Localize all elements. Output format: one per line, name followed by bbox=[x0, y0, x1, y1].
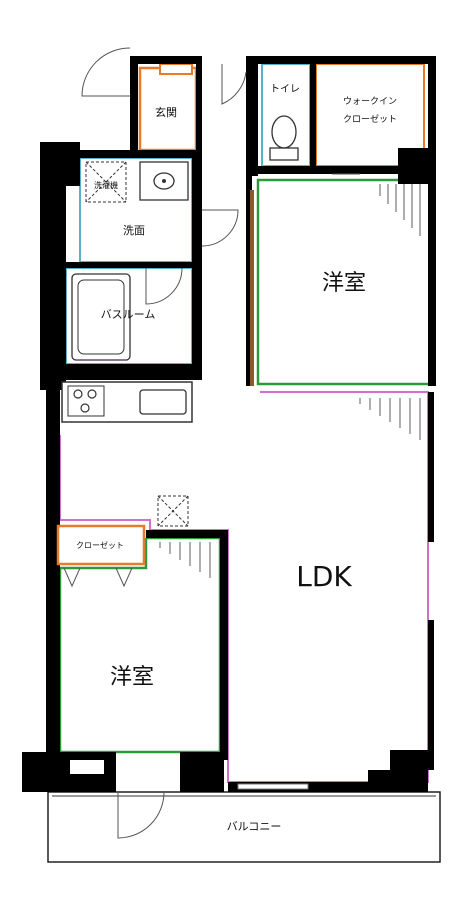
washer-label: 洗濯機 bbox=[94, 180, 118, 190]
ldk-outline bbox=[59, 391, 429, 783]
wall bbox=[220, 530, 228, 760]
washroom-label: 洗面 bbox=[123, 224, 145, 237]
wall bbox=[428, 56, 436, 386]
wall bbox=[40, 142, 66, 390]
wall bbox=[130, 56, 138, 152]
closet-box bbox=[56, 524, 146, 566]
closet-label: クローゼット bbox=[76, 540, 124, 550]
wall bbox=[246, 56, 258, 176]
balcony-area bbox=[47, 791, 441, 863]
wall bbox=[66, 262, 196, 268]
wall bbox=[130, 56, 202, 64]
bedroom-upper-label: 洋室 bbox=[322, 271, 366, 296]
wall bbox=[246, 56, 436, 64]
wall bbox=[390, 750, 428, 770]
kitchen-counter bbox=[61, 381, 193, 423]
washroom-door bbox=[201, 209, 239, 247]
wall bbox=[368, 770, 428, 792]
wall bbox=[76, 150, 202, 158]
wall bbox=[22, 752, 60, 792]
entrance-label: 玄関 bbox=[155, 105, 177, 119]
wall bbox=[180, 752, 224, 792]
wall bbox=[196, 56, 202, 156]
wall bbox=[310, 64, 316, 170]
bathtub-icon bbox=[71, 273, 131, 361]
sink-icon bbox=[139, 161, 189, 201]
walk-in-closet-label-2: クローゼット bbox=[343, 113, 397, 125]
wall bbox=[46, 380, 60, 792]
walk-in-closet-label-1: ウォークイン bbox=[343, 96, 397, 107]
wall bbox=[428, 620, 434, 770]
refrigerator-space bbox=[157, 495, 189, 527]
kitchen-sink bbox=[139, 389, 187, 415]
washer-pan bbox=[85, 161, 127, 203]
bedroom-lower-label: 洋室 bbox=[110, 665, 154, 690]
bathroom-label: バスルーム bbox=[101, 308, 156, 321]
balcony-door bbox=[117, 791, 165, 839]
entrance-step bbox=[159, 63, 193, 75]
window-gap bbox=[70, 760, 104, 774]
balcony-label: バルコニー bbox=[227, 820, 282, 833]
ldk-label: LDK bbox=[296, 560, 352, 593]
wall bbox=[258, 166, 428, 174]
toilet-outline bbox=[261, 63, 311, 167]
toilet-bowl-icon bbox=[269, 115, 299, 161]
wall bbox=[146, 530, 228, 538]
wall bbox=[428, 392, 434, 542]
bathroom-door bbox=[145, 267, 183, 305]
stove-burners-icon bbox=[67, 385, 105, 417]
window-hatching bbox=[159, 184, 421, 578]
sliding-door bbox=[250, 190, 254, 386]
wall bbox=[246, 176, 252, 386]
toilet-label: トイレ bbox=[270, 84, 300, 95]
wall bbox=[56, 364, 202, 380]
washroom-outline bbox=[79, 157, 193, 263]
wall bbox=[192, 150, 202, 370]
closet-doors bbox=[63, 567, 133, 588]
sliding-door bbox=[237, 783, 309, 790]
entrance-door bbox=[81, 47, 131, 97]
bedroom-lower-outline bbox=[58, 536, 222, 754]
corridor-door bbox=[221, 64, 247, 105]
